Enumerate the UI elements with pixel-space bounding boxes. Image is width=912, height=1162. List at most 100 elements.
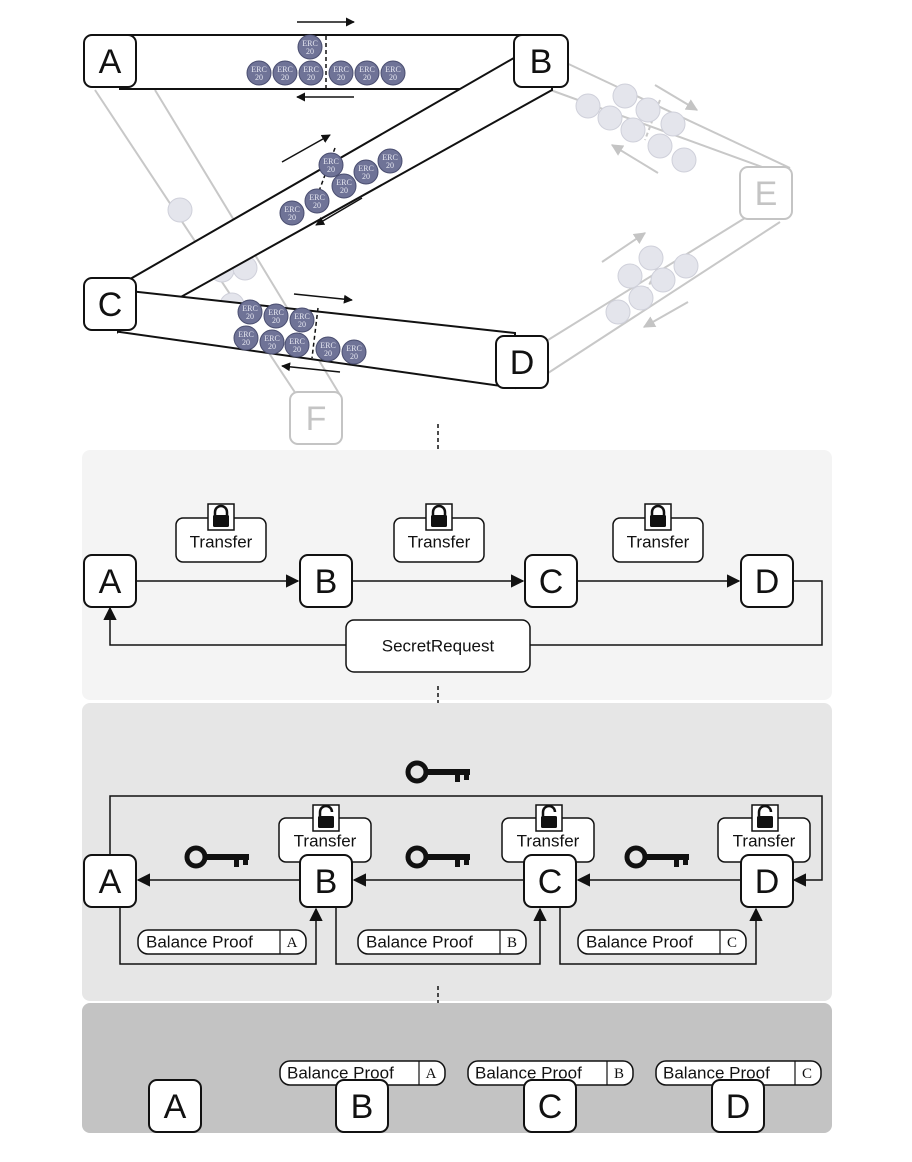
channel-tube-a-b (119, 34, 531, 90)
stage3-node-c: C (523, 1079, 577, 1133)
svg-text:D: D (726, 1088, 751, 1126)
ghost-coin (605, 299, 631, 325)
stage-final-panel: Balance Proof A Balance Proof B Balance … (82, 1003, 832, 1133)
ghost-channel-d-e-edge (547, 217, 746, 341)
svg-text:B: B (315, 563, 338, 601)
svg-text:ERC: ERC (303, 65, 319, 74)
svg-text:C: C (538, 863, 563, 901)
key-icon (624, 845, 689, 869)
balance-proof-arrow-c-d (559, 907, 763, 965)
svg-text:ERC: ERC (238, 330, 254, 339)
balance-proof-tag: B (507, 935, 517, 951)
transfer-message-ab: Transfer (175, 503, 267, 563)
ghost-coin (660, 111, 686, 137)
transfer-message-bc: Transfer (393, 503, 485, 563)
svg-text:A: A (99, 563, 122, 601)
node-e: E (739, 166, 793, 220)
network-node-b-label: B (530, 43, 553, 81)
key-icon (184, 845, 249, 869)
balance-proof-label: Balance Proof (663, 1064, 770, 1083)
balance-proof-label: Balance Proof (146, 933, 253, 952)
node-f: F (289, 391, 343, 445)
final-balance-proof-a: Balance Proof A (279, 1060, 446, 1086)
svg-text:ERC: ERC (309, 193, 325, 202)
svg-text:20: 20 (306, 47, 314, 56)
stage2-node-c: C (523, 854, 577, 908)
svg-text:20: 20 (281, 73, 289, 82)
ghost-coin (617, 263, 643, 289)
transfer-label: Transfer (408, 533, 471, 552)
key-icon (405, 760, 470, 784)
svg-text:20: 20 (386, 161, 394, 170)
ghost-coin (167, 197, 193, 223)
stage-reveal-background (82, 703, 832, 1001)
lock-icon (207, 503, 235, 531)
svg-text:20: 20 (268, 342, 276, 351)
ghost-coin (620, 117, 646, 143)
svg-text:20: 20 (313, 201, 321, 210)
ghost-channel-d-e (544, 221, 781, 376)
channel-bc-arrow-forward (281, 134, 331, 163)
ghost-coin (635, 97, 661, 123)
balance-proof-tag: B (614, 1066, 624, 1082)
unlock-icon (751, 804, 779, 832)
svg-text:ERC: ERC (289, 337, 305, 346)
stage2-node-a: A (83, 854, 137, 908)
network-node-d-label: D (510, 344, 535, 382)
secret-request-message: SecretRequest (345, 619, 531, 673)
stage2-node-b: B (299, 854, 353, 908)
lock-icon (644, 503, 672, 531)
lock-icon (425, 503, 453, 531)
svg-text:20: 20 (242, 338, 250, 347)
stage1-node-c: C (524, 554, 578, 608)
balance-proof-tag: C (802, 1066, 812, 1082)
transfer-label: Transfer (517, 832, 580, 851)
svg-text:20: 20 (288, 213, 296, 222)
svg-text:ERC: ERC (358, 164, 374, 173)
network-node-a: A (83, 34, 137, 88)
svg-text:B: B (315, 863, 338, 901)
ghost-coin (612, 83, 638, 109)
transfer-message-b: Transfer (278, 804, 372, 863)
svg-text:ERC: ERC (302, 39, 318, 48)
svg-text:20: 20 (246, 312, 254, 321)
stage1-node-b: B (299, 554, 353, 608)
channel-cd-arrow-forward (293, 293, 353, 304)
svg-text:A: A (164, 1088, 187, 1126)
stage1-node-a: A (83, 554, 137, 608)
ghost-coin (647, 133, 673, 159)
network-node-d: D (495, 335, 549, 389)
ghost-coin (628, 285, 654, 311)
channel-cd-balance-divider (311, 307, 319, 359)
ghost-coin (638, 245, 664, 271)
stage3-node-d: D (711, 1079, 765, 1133)
ghost-arrow-be-2 (610, 144, 659, 174)
svg-text:ERC: ERC (346, 344, 362, 353)
svg-text:ERC: ERC (333, 65, 349, 74)
svg-text:20: 20 (327, 165, 335, 174)
svg-text:C: C (538, 1088, 563, 1126)
network-node-c: C (83, 277, 137, 331)
balance-proof-arrow-a-b (119, 907, 323, 965)
stage3-node-b: B (335, 1079, 389, 1133)
ghost-arrow-de-2 (642, 301, 689, 328)
svg-text:20: 20 (389, 73, 397, 82)
svg-text:ERC: ERC (277, 65, 293, 74)
channel-bc-arrow-back (315, 197, 363, 226)
ghost-coin (673, 253, 699, 279)
svg-text:ERC: ERC (320, 341, 336, 350)
reveal-secret-arrow-a-d (109, 795, 823, 887)
svg-text:D: D (755, 563, 780, 601)
